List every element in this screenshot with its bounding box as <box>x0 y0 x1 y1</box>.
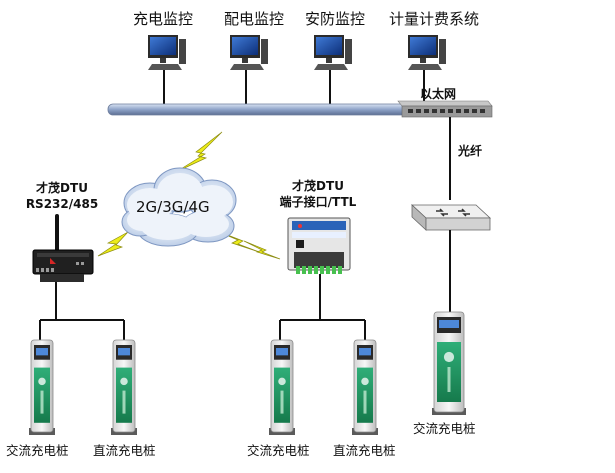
dtu-left-interface: RS232/485 <box>25 197 99 211</box>
dtu-middle-name: 才茂DTU <box>292 179 344 193</box>
charger-label: 交流充电桩 <box>413 421 476 436</box>
fiber-label: 光纤 <box>458 144 483 158</box>
dtu-left-name: 才茂DTU <box>36 181 88 195</box>
ethernet-switch-icon <box>397 100 493 118</box>
charging-pile-icon <box>29 339 55 435</box>
router-icon <box>410 204 492 231</box>
charging-pile-icon <box>432 311 466 415</box>
monitor-label-security: 安防监控 <box>305 10 366 28</box>
monitor-label-billing: 计量计费系统 <box>389 10 480 28</box>
charger-label: 直流充电桩 <box>333 443 396 458</box>
ethernet-label: 以太网 <box>420 87 457 101</box>
computer-icon-security-monitor <box>314 35 352 70</box>
dtu-device-middle <box>287 217 351 274</box>
wireless-label: 2G/3G/4G <box>136 198 210 216</box>
charging-pile-icon <box>352 339 378 435</box>
dtu-middle-interface: 端子接口/TTL <box>279 195 357 209</box>
charger-label: 交流充电桩 <box>247 443 310 458</box>
computer-drop-lines <box>163 70 425 104</box>
computer-icon-charge-monitor <box>148 35 186 70</box>
dtu-left-label: 才茂DTU RS232/485 <box>22 180 102 212</box>
charger-group <box>29 311 466 435</box>
computer-icon-billing-system <box>408 35 446 70</box>
dtu-device-left <box>32 214 94 282</box>
monitor-label-power: 配电监控 <box>224 10 285 28</box>
charging-pile-icon <box>269 339 295 435</box>
dtu-middle-label: 才茂DTU 端子接口/TTL <box>268 178 368 210</box>
charger-label: 交流充电桩 <box>6 443 69 458</box>
computer-icon-power-monitor <box>230 35 268 70</box>
charger-label: 直流充电桩 <box>93 443 156 458</box>
charging-pile-icon <box>111 339 137 435</box>
cloud-icon <box>121 167 237 247</box>
monitor-label-charge: 充电监控 <box>133 10 194 28</box>
